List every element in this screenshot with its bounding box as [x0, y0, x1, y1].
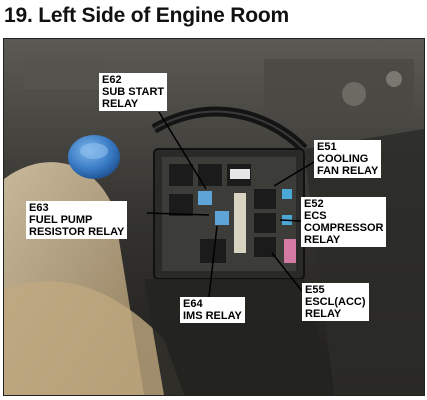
callout-text: RELAY — [305, 308, 342, 320]
callout-code: E64 — [183, 298, 203, 310]
page-title: 19. Left Side of Engine Room — [4, 4, 289, 27]
callout-code: E55 — [305, 284, 325, 296]
callout-code: E63 — [29, 202, 49, 214]
callout-code: E51 — [317, 141, 337, 153]
callout-code: E62 — [102, 74, 122, 86]
callout-e64: E64 IMS RELAY — [180, 297, 245, 323]
callout-text: RELAY — [102, 98, 139, 110]
callout-text: RELAY — [304, 234, 341, 246]
callout-e51: E51 COOLING FAN RELAY — [314, 140, 382, 178]
callout-e63: E63 FUEL PUMP RESISTOR RELAY — [26, 201, 128, 239]
callout-text: COOLING — [317, 153, 369, 165]
callout-text: IMS RELAY — [183, 310, 242, 322]
callout-text: ECS — [304, 210, 327, 222]
callout-e55: E55 ESCL(ACC) RELAY — [302, 283, 369, 321]
callout-text: COMPRESSOR — [304, 222, 384, 234]
callout-text: RESISTOR RELAY — [29, 226, 125, 238]
callout-e62: E62 SUB START RELAY — [99, 73, 168, 111]
callout-e52: E52 ECS COMPRESSOR RELAY — [301, 197, 387, 247]
callout-code: E52 — [304, 198, 324, 210]
callout-text: SUB START — [102, 86, 165, 98]
engine-room-photo: E62 SUB START RELAY E51 COOLING FAN RELA… — [3, 38, 425, 396]
callout-text: ESCL(ACC) — [305, 296, 366, 308]
callout-text: FAN RELAY — [317, 165, 379, 177]
callout-text: FUEL PUMP — [29, 214, 93, 226]
